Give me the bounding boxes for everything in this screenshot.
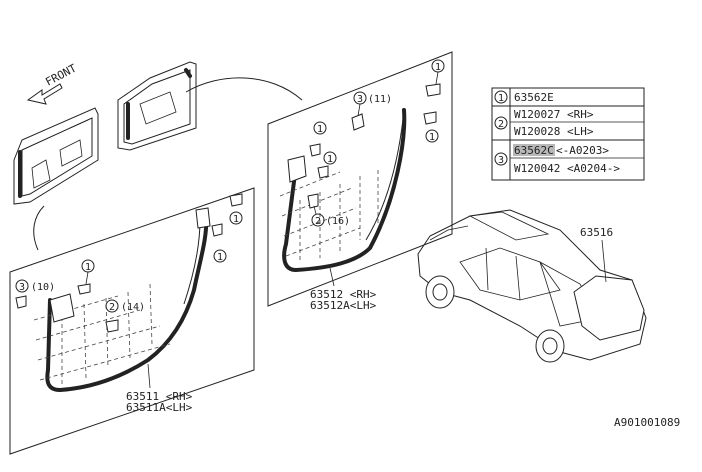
legend-num-2-icon [494,116,508,130]
front-arrow-icon [26,83,63,105]
legend-num-2: 2 [498,119,504,130]
callout-3-icon [15,279,29,293]
callout-1-icon [323,151,337,165]
clip-icon [15,193,243,333]
legend-3-line-1-suffix: <-A0203> [556,144,609,157]
part-tailgate: 63516 [580,226,613,239]
callout-2-qty: (14) [121,302,145,313]
callout-2-icon [105,299,119,313]
car-sketch [417,209,647,363]
callout-1-icon [313,121,327,135]
callout-2-label: 2 [315,216,321,227]
legend-3-line-1: 63562C [514,144,554,157]
part-rear-rh: 63512 <RH> [310,288,377,301]
legend-3-line-2: W120042 <A0204-> [514,162,620,175]
rear-door-sketch [117,61,197,151]
legend-num-1: 1 [498,93,504,104]
rear-weatherstrip-panel [267,51,453,307]
callout-1-label: 1 [435,62,441,73]
legend-1-line-1: 63562E [514,91,554,104]
tailgate-leader [601,239,607,283]
callout-3-label: 3 [357,94,363,105]
legend-table: 1 2 3 63562E W120027 <RH> W120028 <LH> 6… [491,87,645,181]
callout-1-label: 1 [217,252,223,263]
callout-1-label: 1 [317,124,323,135]
part-rear-lh: 63512A<LH> [310,299,377,312]
callout-1-icon [213,249,227,263]
highlight-mark [513,144,555,156]
legend-num-3: 3 [498,155,504,166]
callout-1-label: 1 [85,262,91,273]
diagram-code: A901001089 [614,416,680,429]
callout-3-label: 3 [19,282,25,293]
leader-arc-front [33,205,45,251]
front-label: FRONT [43,61,79,88]
legend-2-line-2: W120028 <LH> [514,125,594,138]
leader-arc-rear [185,77,303,101]
callout-1-icon [229,211,243,225]
legend-2-line-1: W120027 <RH> [514,108,594,121]
legend-num-3-icon [494,152,508,166]
callout-1-label: 1 [233,214,239,225]
callout-2-qty: (16) [326,216,350,227]
part-front-rh: 63511 <RH> [126,390,193,403]
callout-3-qty: (11) [368,94,392,105]
part-front-lh: 63511A<LH> [126,401,193,414]
front-door-sketch [13,107,99,205]
callout-1-label: 1 [429,132,435,143]
front-weatherstrip-panel [9,187,255,455]
callout-1-label: 1 [327,154,333,165]
clip-icon [287,83,441,209]
callout-3-qty: (10) [31,282,55,293]
callout-2-icon [311,213,325,227]
callout-1-icon [425,129,439,143]
legend-num-1-icon [494,90,508,104]
callout-2-label: 2 [109,302,115,313]
